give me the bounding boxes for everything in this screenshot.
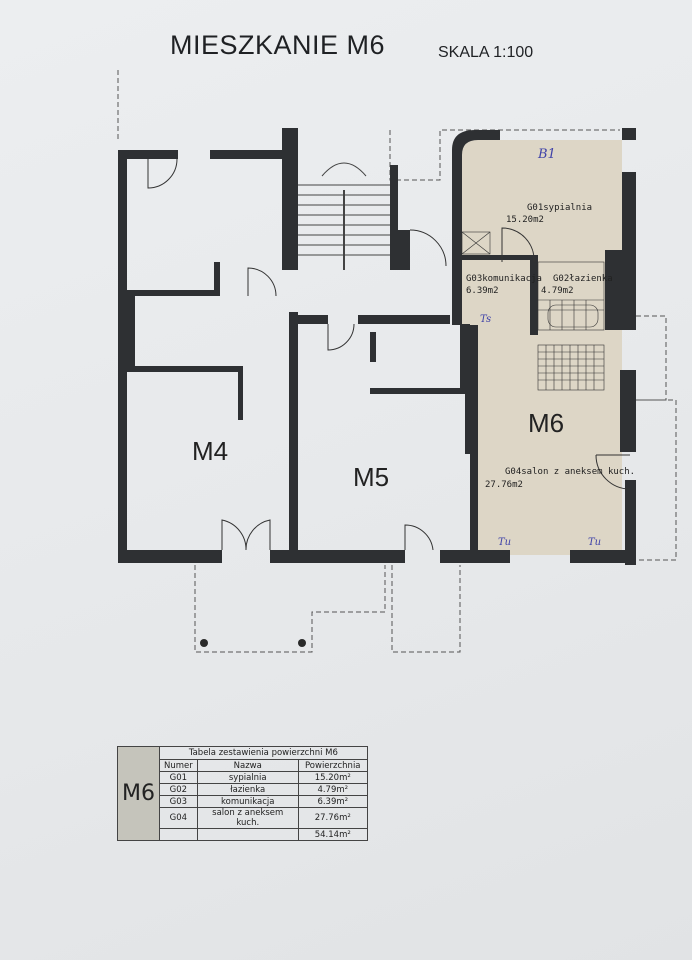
cell: komunikacja xyxy=(196,795,299,808)
tiled-area xyxy=(461,231,605,391)
cell: łazienka xyxy=(196,783,299,796)
room-g03: G03komunikacja xyxy=(466,274,542,284)
cell: 4.79m² xyxy=(297,783,368,796)
room-g01: G01sypialnia xyxy=(527,203,593,213)
staircase xyxy=(298,162,390,270)
total-area: 54.14m² xyxy=(297,828,368,841)
annotation-ts: Ts xyxy=(480,314,492,325)
unit-label-m4: M4 xyxy=(192,436,229,466)
header-area: Powierzchnia xyxy=(297,759,368,772)
cell: 15.20m² xyxy=(297,771,368,784)
doors xyxy=(147,158,631,551)
header-number: Numer xyxy=(159,759,198,772)
room-g04-area: 27.76m2 xyxy=(485,480,523,490)
cell: G03 xyxy=(159,795,198,808)
cell: 6.39m² xyxy=(297,795,368,808)
room-g04: G04salon z aneksem kuch. xyxy=(505,467,636,477)
unit-label-m5: M5 xyxy=(353,462,390,492)
empty-cell xyxy=(196,828,299,841)
table-total-row: 54.14m² xyxy=(118,828,368,841)
room-g02-area: 4.79m2 xyxy=(541,286,574,296)
annotation-b1: B1 xyxy=(538,147,556,162)
unit-label-m6: M6 xyxy=(528,408,565,438)
annotation-tu-1: Tu xyxy=(498,537,512,548)
empty-cell xyxy=(159,828,198,841)
cell: 27.76m² xyxy=(297,807,368,829)
walls xyxy=(118,128,636,565)
room-g02: G02łazienka xyxy=(553,274,613,284)
cell: salon z aneksem kuch. xyxy=(196,807,299,829)
room-g03-area: 6.39m2 xyxy=(466,286,499,296)
table-caption: Tabela zestawienia powierzchni M6 xyxy=(159,746,368,760)
table-unit: M6 xyxy=(117,746,160,841)
header-name: Nazwa xyxy=(196,759,299,772)
cell: G04 xyxy=(159,807,198,829)
room-g01-area: 15.20m2 xyxy=(506,215,544,225)
page-title: MIESZKANIE M6 xyxy=(170,30,386,60)
cell: G02 xyxy=(159,783,198,796)
cell: sypialnia xyxy=(196,771,299,784)
cell: G01 xyxy=(159,771,198,784)
area-table: M6 Tabela zestawienia powierzchni M6 Num… xyxy=(117,746,368,841)
scale-label: SKALA 1:100 xyxy=(438,44,534,61)
annotation-tu-2: Tu xyxy=(588,537,602,548)
